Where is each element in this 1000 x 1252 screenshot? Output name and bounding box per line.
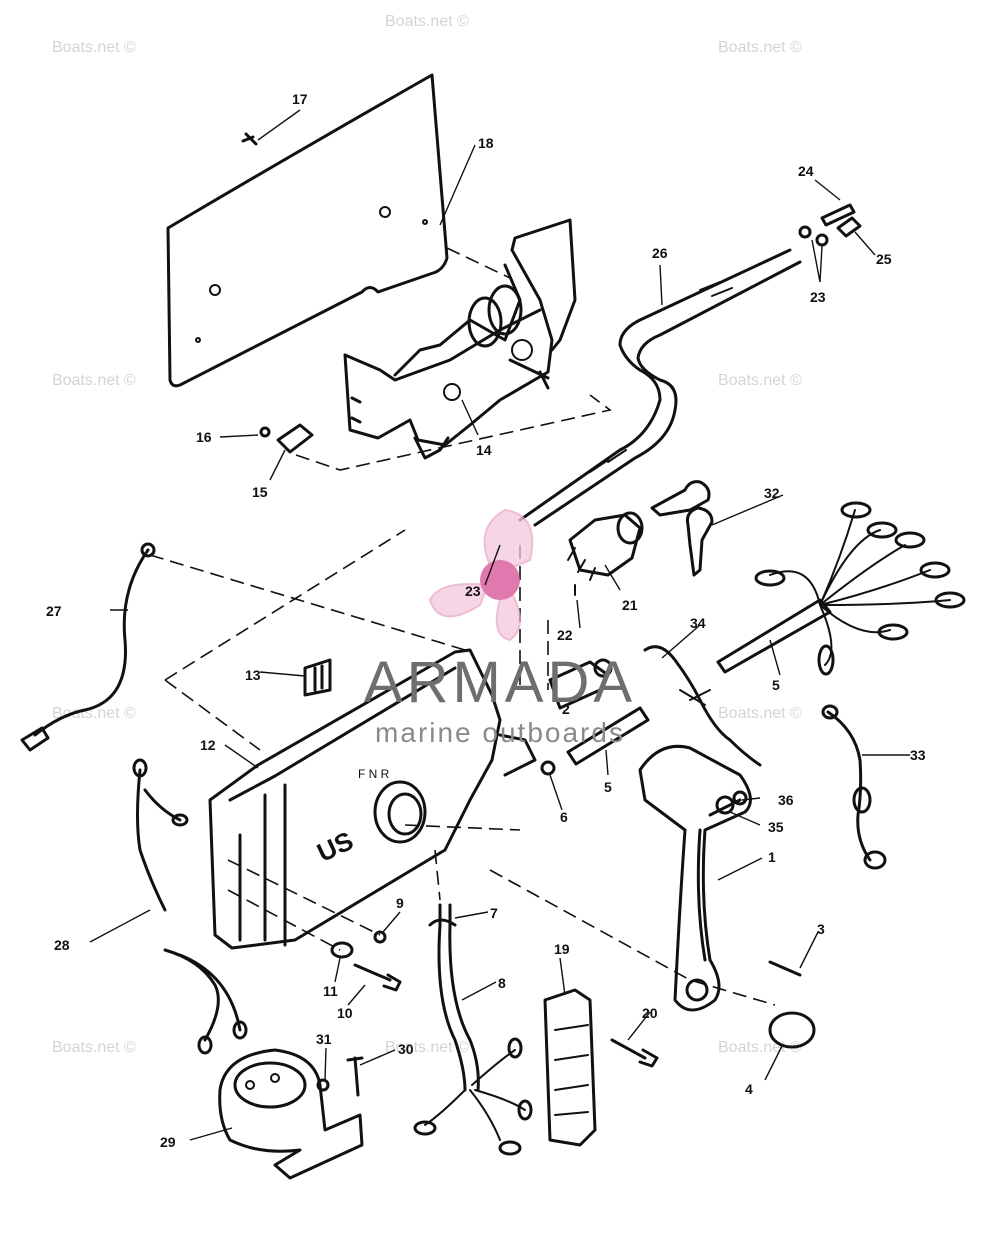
clip-34 xyxy=(643,645,762,767)
cable-8 xyxy=(413,923,533,1156)
callout-11: 11 xyxy=(323,983,338,999)
horn-29 xyxy=(218,1048,364,1180)
pin-24 xyxy=(820,203,856,227)
assembly-line xyxy=(227,859,381,951)
watermarks: Boats.net © Boats.net © Boats.net © Boat… xyxy=(52,13,802,1056)
ignition-switch-21 xyxy=(567,511,644,581)
switch-2 xyxy=(548,658,613,710)
nut-31 xyxy=(316,1078,330,1092)
cap-4 xyxy=(768,1011,816,1049)
wire-harness-28 xyxy=(132,758,248,1055)
callout-1: 1 xyxy=(768,849,776,865)
callout-12: 12 xyxy=(200,737,216,753)
grommet-7 xyxy=(428,903,457,927)
watermark-text: Boats.net © xyxy=(718,372,802,389)
gear-letters: F N R xyxy=(358,767,390,781)
lead-wire-33 xyxy=(821,704,887,870)
nut-6 xyxy=(540,760,556,776)
screw-9 xyxy=(373,930,387,944)
screw-20 xyxy=(610,1038,659,1068)
callout-31: 31 xyxy=(316,1031,332,1047)
callout-27: 27 xyxy=(46,603,62,619)
lead-wire-27 xyxy=(20,542,156,752)
callout-36: 36 xyxy=(778,792,794,808)
callout-23-mid: 23 xyxy=(465,583,481,599)
leader-lines xyxy=(89,109,910,1141)
callout-30: 30 xyxy=(398,1041,414,1057)
watermark-text: Boats.net © xyxy=(52,372,136,389)
callout-numbers: 17 18 14 16 15 26 24 25 23 32 21 22 23 3… xyxy=(46,91,926,1150)
callout-35: 35 xyxy=(768,819,784,835)
control-mechanism-14 xyxy=(343,218,577,460)
callout-15: 15 xyxy=(252,484,268,500)
callout-33: 33 xyxy=(910,747,926,763)
watermark-text: Boats.net © xyxy=(52,39,136,56)
screw-30 xyxy=(346,1056,364,1097)
callout-24: 24 xyxy=(798,163,814,179)
callout-34: 34 xyxy=(690,615,706,631)
callout-16: 16 xyxy=(196,429,212,445)
callout-17: 17 xyxy=(292,91,308,107)
brand-logo: ARMADA marine outboards xyxy=(364,508,636,748)
assembly-line xyxy=(295,394,612,471)
assembly-line xyxy=(489,869,776,1006)
callout-19: 19 xyxy=(554,941,570,957)
callout-8: 8 xyxy=(498,975,506,991)
callout-25: 25 xyxy=(876,251,892,267)
panel-plate-18 xyxy=(166,73,449,388)
screw-16 xyxy=(259,426,271,438)
screw-17 xyxy=(241,132,258,146)
bracket-13 xyxy=(303,658,332,697)
callout-29: 29 xyxy=(160,1134,176,1150)
housing-logo: US xyxy=(312,825,357,867)
callout-4: 4 xyxy=(745,1081,753,1097)
connector-25 xyxy=(836,216,862,238)
cables-26 xyxy=(518,248,802,527)
callout-22: 22 xyxy=(557,627,573,643)
watermark-text: Boats.net © xyxy=(718,705,802,722)
washer-11 xyxy=(330,941,354,959)
assembly-line xyxy=(164,529,406,681)
callout-5-harness: 5 xyxy=(772,677,780,693)
wiring-harness-5 xyxy=(716,501,966,676)
callout-14: 14 xyxy=(476,442,492,458)
brand-name: ARMADA xyxy=(364,650,636,715)
callout-6: 6 xyxy=(560,809,568,825)
watermark-text: Boats.net © xyxy=(385,1039,469,1056)
screw-23 xyxy=(798,225,829,247)
pin-3 xyxy=(768,960,802,977)
callout-5-pin: 5 xyxy=(604,779,612,795)
bushing-15 xyxy=(276,423,314,454)
callout-10: 10 xyxy=(337,1005,353,1021)
keys-32 xyxy=(650,480,714,577)
watermark-text: Boats.net © xyxy=(52,705,136,722)
callout-32: 32 xyxy=(764,485,780,501)
bolt-10 xyxy=(353,963,402,992)
terminal-block-19 xyxy=(543,988,597,1147)
watermark-text: Boats.net © xyxy=(385,13,469,30)
callout-26: 26 xyxy=(652,245,668,261)
callout-13: 13 xyxy=(245,667,261,683)
assembly-line xyxy=(446,247,511,279)
callout-28: 28 xyxy=(54,937,70,953)
callout-2: 2 xyxy=(562,701,570,717)
throttle-handle-1 xyxy=(638,744,752,1012)
callout-3: 3 xyxy=(817,921,825,937)
callout-23-top: 23 xyxy=(810,289,826,305)
watermark-text: Boats.net © xyxy=(52,1039,136,1056)
propeller-icon xyxy=(428,508,534,642)
callout-18: 18 xyxy=(478,135,494,151)
watermark-text: Boats.net © xyxy=(718,39,802,56)
callout-21: 21 xyxy=(622,597,638,613)
callout-7: 7 xyxy=(490,905,498,921)
assembly-line xyxy=(149,554,466,651)
pin-5 xyxy=(566,706,650,766)
callout-9: 9 xyxy=(396,895,404,911)
brand-tagline: marine outboards xyxy=(375,717,625,748)
callout-20: 20 xyxy=(642,1005,658,1021)
